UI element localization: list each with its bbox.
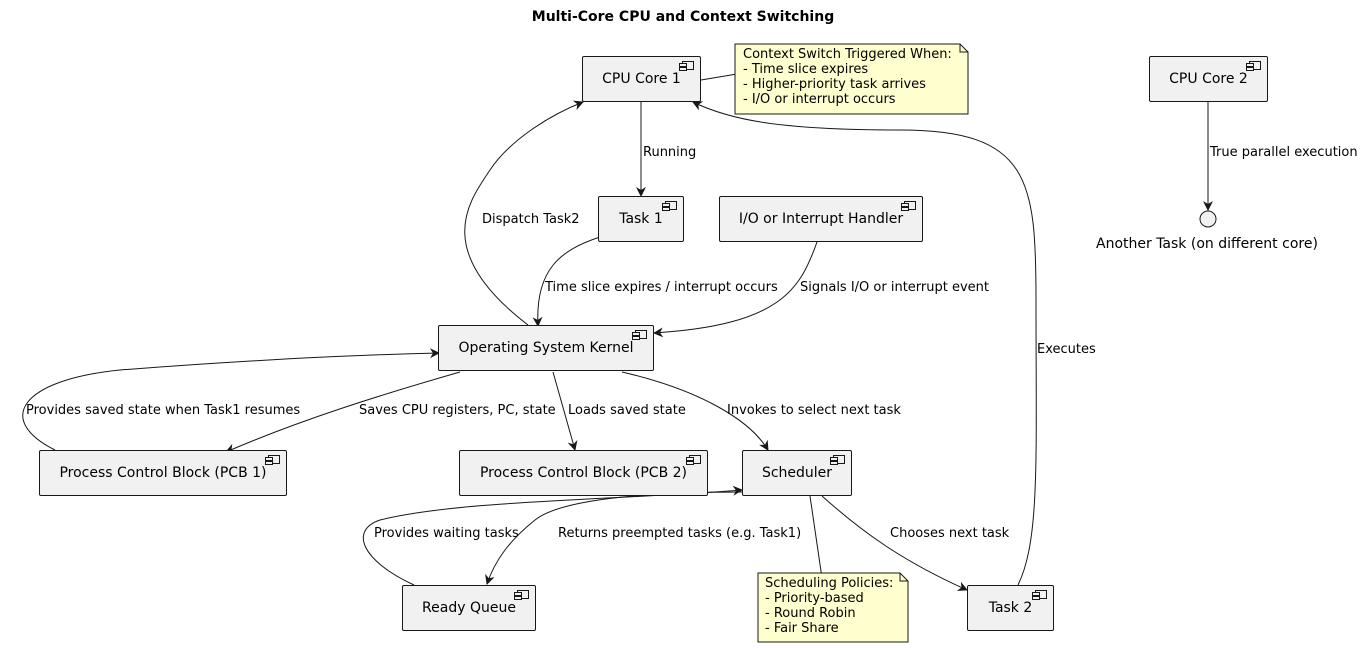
component-icon <box>265 455 280 465</box>
edge-label-dispatch-task2: Dispatch Task2 <box>482 212 580 227</box>
component-task-1: Task 1 <box>598 196 684 242</box>
component-cpu-core-1: CPU Core 1 <box>582 56 701 102</box>
note-connector-scheduler <box>809 495 824 586</box>
note-shape-context <box>734 43 969 115</box>
component-icon <box>662 201 677 211</box>
component-cpu-core-2: CPU Core 2 <box>1149 56 1268 102</box>
edge-label-returns-preempted: Returns preempted tasks (e.g. Task1) <box>558 526 802 541</box>
edge-label-provides-saved-state: Provides saved state when Task1 resumes <box>26 403 301 418</box>
edge-label-loads-saved-state: Loads saved state <box>568 403 686 418</box>
component-ready-queue: Ready Queue <box>402 585 536 631</box>
diagram-title: Multi-Core CPU and Context Switching <box>531 9 835 25</box>
edge-label-time-slice: Time slice expires / interrupt occurs <box>545 280 778 295</box>
edge-provides-saved-state <box>22 348 440 451</box>
edge-invokes-select <box>621 371 769 451</box>
edge-loads-saved-state <box>552 371 578 451</box>
edge-label-signals-io: Signals I/O or interrupt event <box>800 280 990 295</box>
component-os-kernel: Operating System Kernel <box>438 325 654 371</box>
component-label: Task 2 <box>988 600 1033 616</box>
component-pcb-1: Process Control Block (PCB 1) <box>39 450 287 496</box>
edge-executes <box>692 101 1037 586</box>
edge-provides-waiting <box>362 485 743 586</box>
component-pcb-2: Process Control Block (PCB 2) <box>459 450 708 496</box>
component-icon <box>514 590 529 600</box>
note-line: - Fair Share <box>765 621 839 636</box>
note-connector-context <box>700 73 738 81</box>
component-icon <box>1032 590 1047 600</box>
note-line: Scheduling Policies: <box>765 576 894 591</box>
component-label: Task 1 <box>619 211 663 227</box>
component-label: Ready Queue <box>422 600 516 616</box>
component-label: CPU Core 1 <box>602 71 681 87</box>
interface-circle <box>1199 210 1217 228</box>
note-line: - Higher-priority task arrives <box>743 77 926 92</box>
component-icon <box>686 455 701 465</box>
note-line: - I/O or interrupt occurs <box>743 92 896 107</box>
note-line: - Time slice expires <box>743 62 869 77</box>
component-icon <box>901 201 916 211</box>
edge-label-executes: Executes <box>1037 342 1096 357</box>
component-icon <box>679 61 694 71</box>
note-line: - Priority-based <box>765 591 864 606</box>
component-icon <box>632 330 647 340</box>
component-label: Process Control Block (PCB 2) <box>479 465 688 481</box>
edge-dispatch-task2 <box>464 100 584 326</box>
component-label: Process Control Block (PCB 1) <box>59 465 267 481</box>
edge-label-running: Running <box>643 145 697 160</box>
component-icon <box>830 455 845 465</box>
note-line: - Round Robin <box>765 606 856 621</box>
note-shape-scheduling <box>757 572 909 643</box>
component-label: Scheduler <box>761 465 833 481</box>
edge-label-chooses-next: Chooses next task <box>890 526 1010 541</box>
component-icon <box>1246 61 1261 71</box>
note-line: Context Switch Triggered When: <box>743 47 952 62</box>
edge-time-slice <box>532 236 601 327</box>
edge-saves-registers <box>225 371 461 454</box>
edge-label-provides-waiting: Provides waiting tasks <box>374 526 519 541</box>
component-label: Operating System Kernel <box>458 340 634 356</box>
edge-label-invokes-select: Invokes to select next task <box>727 403 901 418</box>
note-scheduling-policies: Scheduling Policies: - Priority-based - … <box>759 573 904 642</box>
edge-signals-io <box>653 241 818 338</box>
component-label: CPU Core 2 <box>1169 71 1248 87</box>
interface-label: Another Task (on different core) <box>1096 236 1318 252</box>
edge-label-saves-registers: Saves CPU registers, PC, state <box>359 403 556 418</box>
edge-label-true-parallel: True parallel execution <box>1210 145 1358 160</box>
edge-chooses-next <box>821 495 968 591</box>
component-label: I/O or Interrupt Handler <box>738 211 904 227</box>
component-io-handler: I/O or Interrupt Handler <box>719 196 923 242</box>
component-task-2: Task 2 <box>967 585 1054 631</box>
component-scheduler: Scheduler <box>742 450 852 496</box>
note-context-switch: Context Switch Triggered When: - Time sl… <box>737 44 962 114</box>
